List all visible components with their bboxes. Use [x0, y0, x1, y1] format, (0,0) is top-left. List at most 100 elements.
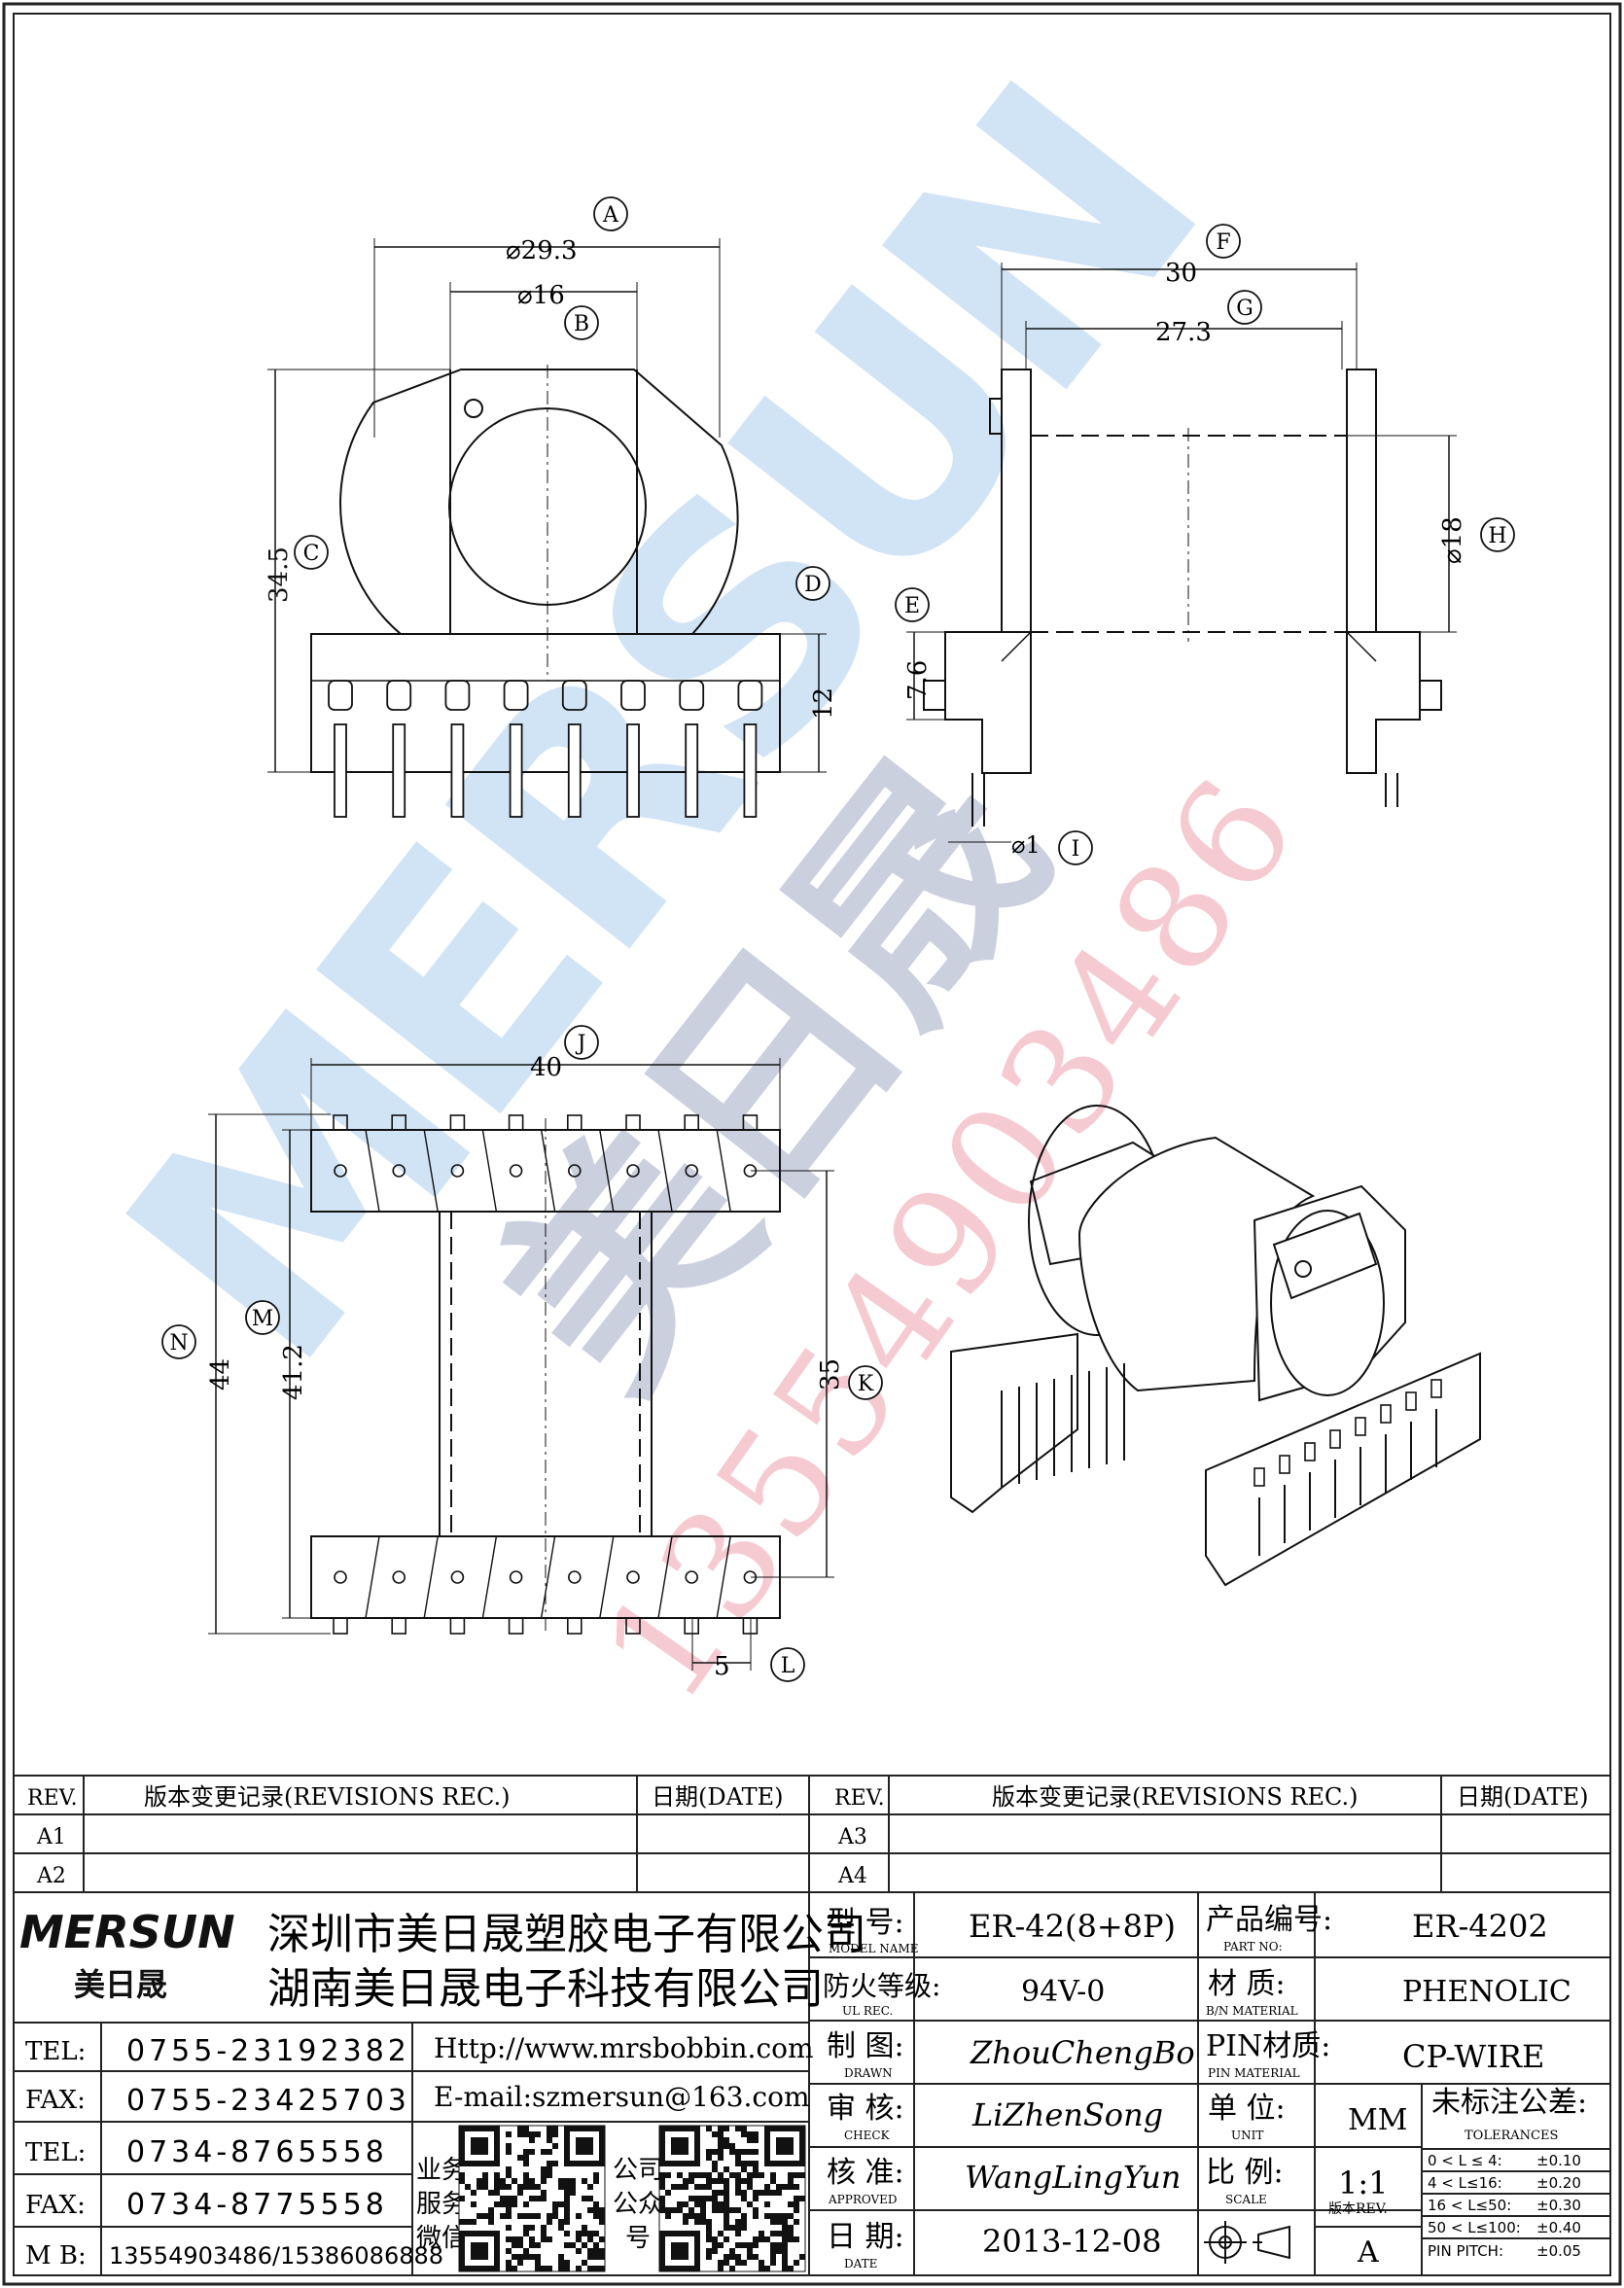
model-label: 型 号: — [827, 1906, 904, 1940]
callout-letter-a: A — [602, 203, 619, 228]
qr-module — [523, 2248, 529, 2254]
qr-module — [529, 2178, 535, 2184]
dim-B: ⌀16 — [517, 281, 565, 310]
dim-I: ⌀1 — [1011, 831, 1041, 859]
rev-row: A1 — [36, 1825, 66, 1849]
qr-module — [770, 2213, 776, 2219]
qr-module — [794, 2201, 799, 2207]
qr-module — [512, 2242, 517, 2248]
qr-module — [747, 2248, 753, 2254]
pin — [509, 723, 523, 818]
qr-module — [599, 2207, 605, 2213]
tol-value: ±0.05 — [1536, 2242, 1581, 2260]
qr-module — [712, 2236, 718, 2242]
qr-module — [718, 2143, 724, 2149]
qr-module — [718, 2260, 724, 2266]
qr-module — [759, 2190, 764, 2196]
qr-module — [741, 2260, 747, 2266]
qr-module — [471, 2190, 477, 2196]
qr-module — [500, 2178, 506, 2184]
qr-module — [712, 2196, 718, 2201]
qr-module — [729, 2207, 735, 2213]
qr-module — [759, 2231, 764, 2236]
qr-module — [794, 2219, 799, 2225]
qr-module — [776, 2242, 782, 2248]
qr-module — [494, 2190, 500, 2196]
qr-module — [541, 2149, 547, 2155]
qr-module — [747, 2131, 753, 2137]
qr-module — [776, 2231, 782, 2236]
qr-module — [558, 2266, 564, 2271]
approved-label: 核 准: — [827, 2156, 904, 2190]
qr-module — [512, 2201, 517, 2207]
qr-module — [712, 2207, 718, 2213]
rev-row: A3 — [837, 1825, 867, 1849]
qr-module — [547, 2161, 552, 2166]
qr-module — [659, 2201, 665, 2207]
qr-module — [671, 2184, 677, 2190]
qr-module — [729, 2225, 735, 2231]
qr-module — [535, 2254, 541, 2260]
qr-module — [523, 2161, 529, 2166]
pin-tip — [625, 1617, 641, 1635]
qr-module — [718, 2231, 724, 2236]
qr-module — [558, 2201, 564, 2207]
qr-module — [570, 2190, 576, 2196]
pin-tip — [508, 1617, 524, 1635]
pin-slot — [737, 680, 763, 711]
qr-module — [718, 2137, 724, 2143]
qr-module — [753, 2190, 759, 2196]
date-label-en: DATE — [844, 2257, 877, 2270]
qr-module — [729, 2149, 735, 2155]
qr-module — [735, 2190, 741, 2196]
qr-module — [706, 2225, 712, 2231]
qr-module — [564, 2231, 570, 2236]
callout-circle-i — [1058, 830, 1093, 865]
qr-module — [512, 2254, 517, 2260]
pin-hole — [450, 1570, 465, 1584]
dim-D: 12 — [809, 687, 838, 720]
qr-module — [712, 2178, 718, 2184]
pin-hole — [392, 1164, 406, 1178]
qr-module — [712, 2242, 718, 2248]
qr-module — [517, 2184, 523, 2190]
side-view-dim-text: 30 27.3 ⌀18 7.6 ⌀1 — [903, 259, 1467, 859]
qr-module — [523, 2254, 529, 2260]
qr-module — [564, 2201, 570, 2207]
qr-module — [782, 2184, 788, 2190]
callout-letter-m: M — [252, 1307, 274, 1331]
rec-header: 版本变更记录(REVISIONS REC.) — [992, 1783, 1359, 1811]
pin — [450, 723, 465, 818]
qr-module — [747, 2201, 753, 2207]
qr-module — [576, 2248, 582, 2254]
model-value: ER-42(8+8P) — [969, 1908, 1176, 1945]
qr-module — [700, 2201, 706, 2207]
callout-letter-j: J — [576, 1032, 586, 1056]
revision-table-right: REV. 版本变更记录(REVISIONS REC.) 日期(DATE) A3 … — [834, 1783, 1589, 1888]
callout-circle-g — [1227, 290, 1262, 325]
pin-hole — [626, 1164, 640, 1178]
qr-module — [741, 2149, 747, 2155]
ul-value: 94V-0 — [1021, 1975, 1105, 2009]
qr-module — [718, 2126, 724, 2131]
qr-module — [724, 2166, 729, 2172]
callout-letter-g: G — [1236, 297, 1253, 321]
qr-module — [593, 2231, 599, 2236]
qr-module — [599, 2213, 605, 2219]
company-logo-cn: 美日晟 — [74, 1966, 167, 2003]
qr-module — [753, 2137, 759, 2143]
front-view-dim-text: ⌀29.3 ⌀16 34.5 12 — [265, 236, 838, 720]
pin-tip — [449, 1114, 466, 1131]
qr-module — [782, 2231, 788, 2236]
qr-module — [593, 2172, 599, 2178]
qr-module — [724, 2236, 729, 2242]
pmat-label-en: PIN MATERIAL — [1208, 2066, 1300, 2080]
qr-module — [724, 2207, 729, 2213]
qr-module — [741, 2196, 747, 2201]
scale-label: 比 例: — [1206, 2156, 1284, 2190]
ver-label: 版本REV. — [1328, 2201, 1388, 2217]
part-label-en: PART NO: — [1223, 1940, 1283, 1954]
qr-module — [735, 2207, 741, 2213]
drawn-label: 制 图: — [827, 2029, 904, 2063]
